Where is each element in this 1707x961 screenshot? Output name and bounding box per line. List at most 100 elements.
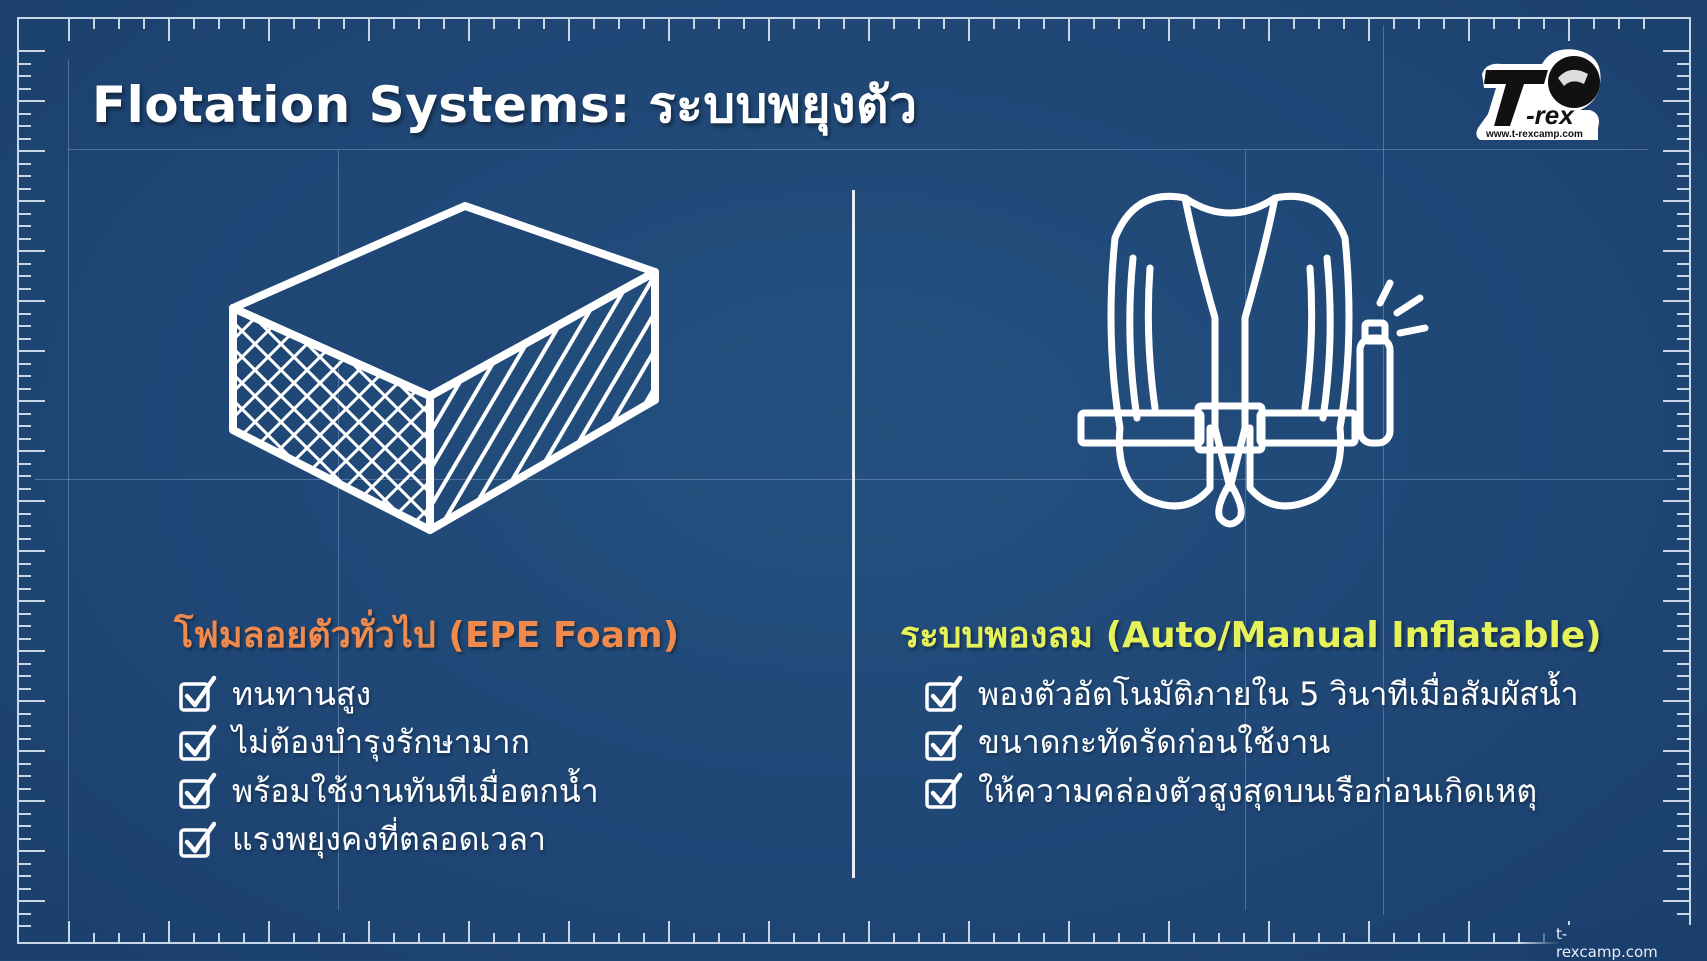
ruler-tick xyxy=(19,875,31,877)
checkbox-checked-icon xyxy=(925,676,963,712)
ruler-tick xyxy=(1243,19,1245,29)
ruler-tick xyxy=(918,933,920,943)
ruler-tick xyxy=(19,862,31,865)
ruler-tick xyxy=(943,19,945,29)
ruler-tick xyxy=(543,19,545,29)
feature-item: แรงพยุงคงที่ตลอดเวลา xyxy=(178,816,599,865)
ruler-tick xyxy=(1677,125,1689,127)
ruler-tick xyxy=(768,921,770,943)
ruler-tick xyxy=(1068,921,1070,943)
ruler-tick xyxy=(1468,19,1470,41)
grid-line xyxy=(68,60,69,920)
ruler-tick xyxy=(1677,812,1689,815)
ruler-tick xyxy=(93,933,95,943)
ruler-tick xyxy=(1663,550,1689,552)
ruler-tick xyxy=(1393,19,1395,29)
ruler-tick xyxy=(643,19,645,29)
ruler-tick xyxy=(493,19,495,29)
ruler-tick xyxy=(19,737,31,740)
ruler-tick xyxy=(368,19,370,41)
ruler-tick xyxy=(218,19,220,29)
foam-block-icon xyxy=(229,202,659,534)
ruler-tick xyxy=(443,19,445,29)
ruler-tick xyxy=(893,933,895,943)
ruler-tick xyxy=(1677,275,1689,277)
ruler-tick xyxy=(1677,225,1689,227)
ruler-tick xyxy=(643,933,645,943)
ruler-tick xyxy=(593,933,595,943)
checkbox-checked-icon xyxy=(179,724,217,761)
ruler-tick xyxy=(393,933,395,943)
svg-text:www.t-rexcamp.com: www.t-rexcamp.com xyxy=(1485,129,1583,140)
ruler-tick xyxy=(1663,150,1689,152)
ruler-tick xyxy=(19,900,45,902)
ruler-tick xyxy=(1543,19,1545,29)
ruler-tick xyxy=(143,933,145,943)
feature-item: ขนาดกะทัดรัดก่อนใช้งาน xyxy=(924,719,1579,768)
feature-item: พองตัวอัตโนมัติภายใน 5 วินาทีเมื่อสัมผัส… xyxy=(924,670,1579,719)
ruler-tick xyxy=(19,75,31,77)
ruler-tick xyxy=(1218,933,1220,943)
ruler-tick xyxy=(19,425,31,427)
ruler-tick xyxy=(1343,19,1345,29)
footer-watermark: t-rexcamp.com xyxy=(1520,925,1707,961)
ruler-tick xyxy=(19,287,31,290)
ruler-tick xyxy=(1677,75,1689,77)
ruler-tick xyxy=(19,537,31,540)
ruler-tick xyxy=(19,200,45,202)
ruler-tick xyxy=(1068,19,1070,41)
ruler-tick xyxy=(1677,512,1689,515)
ruler-tick xyxy=(19,837,31,840)
ruler-tick xyxy=(19,137,31,140)
ruler-tick xyxy=(718,19,720,29)
ruler-tick xyxy=(19,700,45,702)
ruler-tick xyxy=(743,19,745,29)
ruler-tick xyxy=(1663,100,1689,102)
ruler-tick xyxy=(518,933,520,943)
ruler-tick xyxy=(1093,19,1095,29)
ruler-tick xyxy=(318,933,320,943)
ruler-tick xyxy=(118,933,120,943)
ruler-tick xyxy=(1268,921,1270,943)
checkbox-checked-icon xyxy=(179,676,217,712)
ruler-tick xyxy=(19,725,31,727)
ruler-tick xyxy=(1677,87,1689,90)
feature-text: แรงพยุงคงที่ตลอดเวลา xyxy=(232,820,546,859)
ruler-tick xyxy=(1677,887,1689,890)
ruler-tick xyxy=(1677,575,1689,577)
ruler-tick xyxy=(1093,933,1095,943)
ruler-tick xyxy=(19,487,31,490)
ruler-tick xyxy=(1268,19,1270,41)
blueprint-frame xyxy=(17,17,1691,944)
feature-item: ไม่ต้องบำรุงรักษามาก xyxy=(178,719,599,768)
ruler-tick xyxy=(343,933,345,943)
column-divider xyxy=(852,190,855,878)
ruler-tick xyxy=(1677,875,1689,877)
ruler-tick xyxy=(1393,933,1395,943)
ruler-tick xyxy=(19,825,31,827)
ruler-tick xyxy=(19,925,31,927)
ruler-tick xyxy=(1677,762,1689,765)
ruler-tick xyxy=(19,312,31,315)
ruler-tick xyxy=(1643,19,1645,29)
ruler-tick xyxy=(19,512,31,515)
ruler-tick xyxy=(19,675,31,677)
ruler-tick xyxy=(1663,900,1689,902)
ruler-tick xyxy=(1677,787,1689,790)
ruler-tick xyxy=(1368,19,1370,41)
ruler-tick xyxy=(1677,487,1689,490)
ruler-tick xyxy=(1677,525,1689,527)
ruler-tick xyxy=(1663,500,1689,502)
ruler-tick xyxy=(568,921,570,943)
ruler-tick xyxy=(1677,612,1689,615)
ruler-tick xyxy=(19,400,45,402)
ruler-tick xyxy=(1677,825,1689,827)
ruler-tick xyxy=(1677,662,1689,665)
ruler-tick xyxy=(19,775,31,777)
ruler-tick xyxy=(1663,400,1689,402)
ruler-tick xyxy=(668,921,670,943)
ruler-tick xyxy=(1518,933,1520,943)
ruler-tick xyxy=(1677,737,1689,740)
ruler-tick xyxy=(19,525,31,527)
inflatable-features-list: พองตัวอัตโนมัติภายใน 5 วินาทีเมื่อสัมผัส… xyxy=(924,670,1579,816)
